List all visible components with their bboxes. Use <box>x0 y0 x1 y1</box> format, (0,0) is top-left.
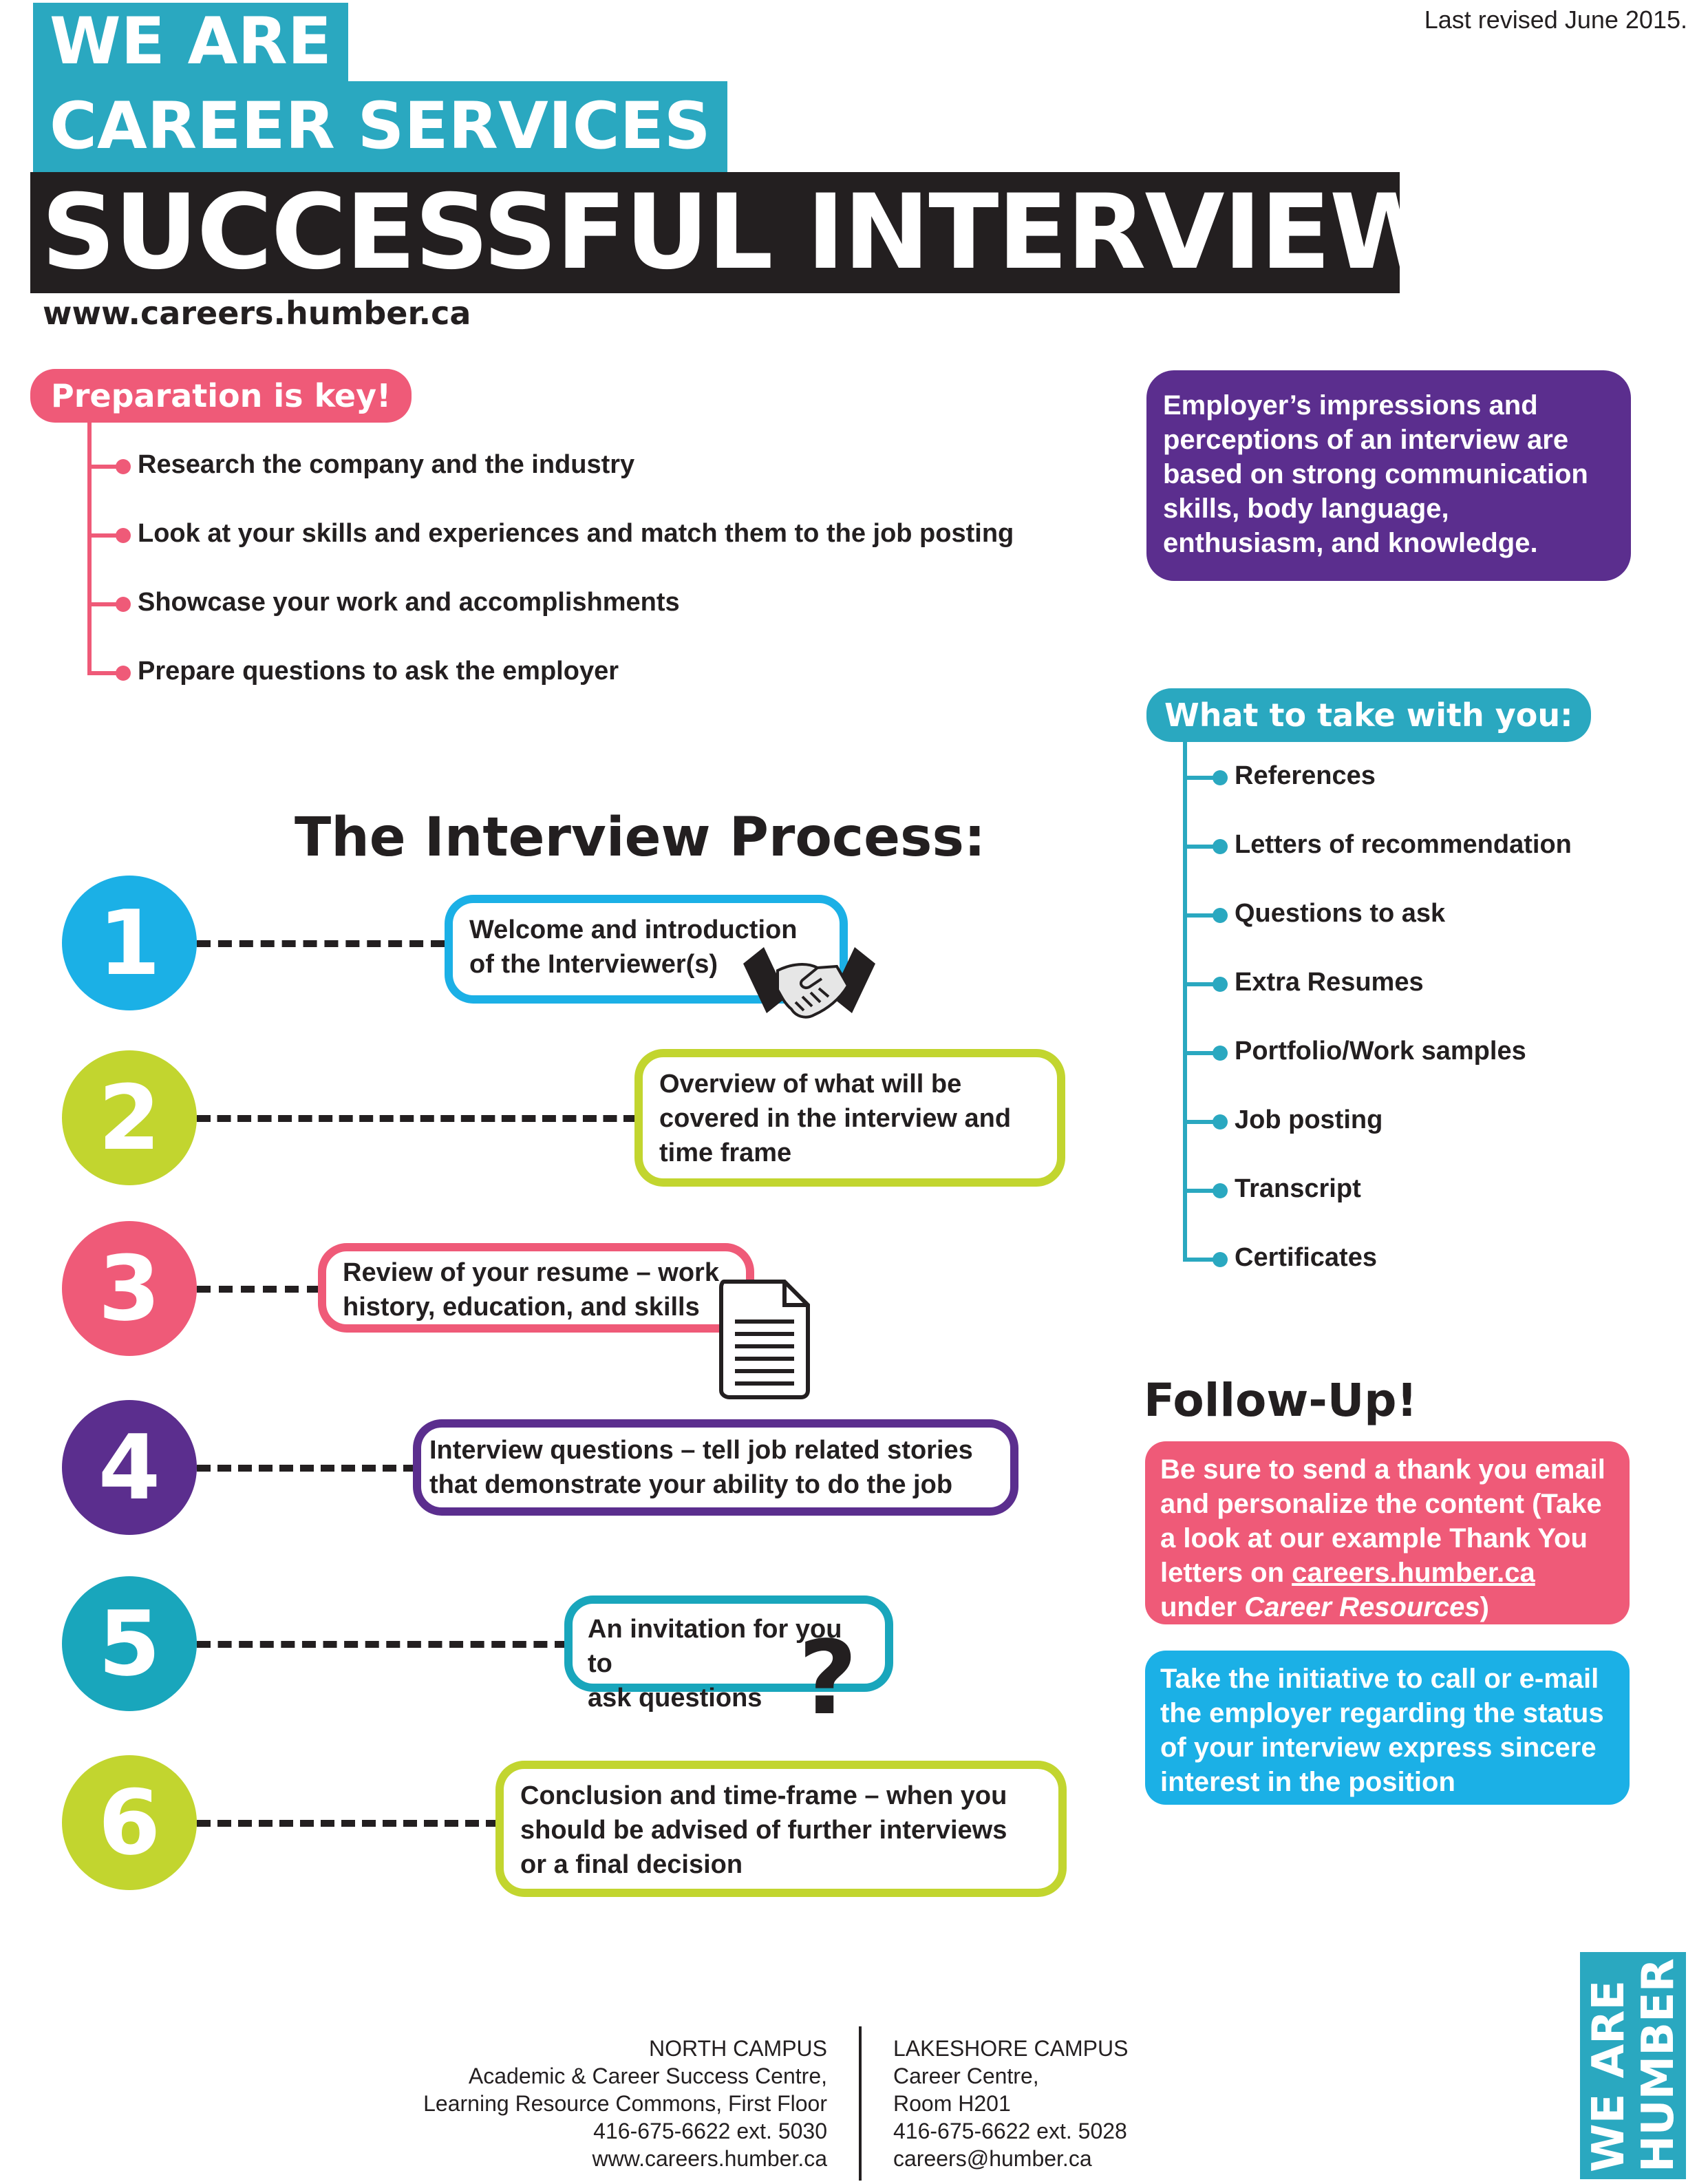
step-2-box: Overview of what will be covered in the … <box>634 1049 1065 1187</box>
step-4-line2: that demonstrate your ability to do the … <box>429 1470 953 1499</box>
bullet-dot <box>1213 1252 1228 1267</box>
bullet-dot <box>116 528 131 543</box>
prep-item-showcase: Showcase your work and accomplishments <box>138 588 680 617</box>
step-4-connector <box>197 1465 417 1472</box>
step-5-number: 5 <box>62 1576 197 1711</box>
bullet-dot <box>116 459 131 474</box>
lakeshore-campus-phone: 416-675-6622 ext. 5028 <box>893 2119 1127 2143</box>
followup-initiative-box: Take the initiative to call or e-mail th… <box>1145 1651 1630 1805</box>
step-3-number: 3 <box>62 1221 197 1356</box>
followup-thank-you-close: ) <box>1480 1592 1489 1622</box>
take-item-portfolio: Portfolio/Work samples <box>1235 1037 1526 1066</box>
north-campus-location: Learning Resource Commons, First Floor <box>423 2091 827 2116</box>
handshake-icon <box>743 947 875 1019</box>
step-5-line2: ask questions <box>588 1684 762 1713</box>
take-item-letters: Letters of recommendation <box>1235 830 1572 859</box>
preparation-tree-lines <box>87 421 124 675</box>
header-website[interactable]: www.careers.humber.ca <box>43 295 471 332</box>
impressions-box: Employer’s impressions and perceptions o… <box>1146 370 1631 581</box>
process-title: The Interview Process: <box>295 807 986 869</box>
page-title: SUCCESSFUL INTERVIEWING <box>30 172 1649 293</box>
bullet-dot <box>1213 839 1228 854</box>
north-campus-phone: 416-675-6622 ext. 5030 <box>593 2119 827 2143</box>
prep-item-skills: Look at your skills and experiences and … <box>138 519 1014 548</box>
step-6-box: Conclusion and time-frame – when you sho… <box>495 1761 1067 1897</box>
step-6-connector <box>197 1820 500 1827</box>
step-4-line1: Interview questions – tell job related s… <box>429 1436 973 1465</box>
take-item-questions: Questions to ask <box>1235 899 1446 928</box>
take-item-resumes: Extra Resumes <box>1235 968 1424 997</box>
bullet-dot <box>1213 1046 1228 1061</box>
followup-thank-you-box: Be sure to send a thank you email and pe… <box>1145 1441 1630 1624</box>
lakeshore-campus-contact: LAKESHORE CAMPUS Career Centre, Room H20… <box>893 2035 1128 2172</box>
step-5-box: An invitation for you to ask questions <box>564 1595 893 1713</box>
step-6-number: 6 <box>62 1755 197 1890</box>
step-2-connector <box>197 1115 637 1122</box>
career-resources-label: Career Resources <box>1244 1592 1480 1622</box>
step-4-box: Interview questions – tell job related s… <box>413 1419 1018 1516</box>
followup-thank-you-text: Be sure to send a thank you email and pe… <box>1160 1454 1605 1588</box>
step-3-box: Review of your resume – work history, ed… <box>318 1243 754 1333</box>
preparation-heading: Preparation is key! <box>30 369 412 423</box>
followup-title: Follow-Up! <box>1144 1374 1418 1427</box>
north-campus-centre: Academic & Career Success Centre, <box>468 2064 827 2088</box>
bullet-dot <box>1213 908 1228 923</box>
step-2-line1: Overview of what will be <box>659 1070 962 1099</box>
lakeshore-campus-name: LAKESHORE CAMPUS <box>893 2036 1129 2061</box>
document-icon <box>719 1280 810 1399</box>
step-2-line2: covered in the interview and <box>659 1104 1012 1133</box>
we-are-humber-logo: WE ARE HUMBER <box>1580 1952 1686 2179</box>
step-1-line1: Welcome and introduction <box>469 915 798 944</box>
take-item-transcript: Transcript <box>1235 1174 1361 1203</box>
step-5-connector <box>197 1641 568 1648</box>
bullet-dot <box>1213 1114 1228 1130</box>
header-we-are: WE ARE <box>33 3 348 81</box>
lakeshore-campus-room: Room H201 <box>893 2091 1011 2116</box>
last-revised-date: Last revised June 2015. <box>1424 6 1687 34</box>
step-1-connector <box>197 940 445 947</box>
step-5-line1: An invitation for you to <box>588 1615 842 1678</box>
step-6-line1: Conclusion and time-frame – when you <box>520 1781 1007 1810</box>
take-with-you-heading: What to take with you: <box>1146 688 1591 742</box>
step-1-line2: of the Interviewer(s) <box>469 950 718 979</box>
north-campus-contact: NORTH CAMPUS Academic & Career Success C… <box>423 2035 827 2172</box>
footer-divider <box>859 2026 862 2181</box>
bullet-dot <box>1213 770 1228 785</box>
bullet-dot <box>1213 1183 1228 1198</box>
lakeshore-campus-email[interactable]: careers@humber.ca <box>893 2146 1092 2171</box>
step-2-number: 2 <box>62 1050 197 1185</box>
north-campus-website[interactable]: www.careers.humber.ca <box>592 2146 827 2171</box>
lakeshore-campus-centre: Career Centre, <box>893 2064 1039 2088</box>
take-item-references: References <box>1235 761 1376 790</box>
step-6-line2: should be advised of further interviews <box>520 1816 1007 1845</box>
step-6-line3: or a final decision <box>520 1850 743 1879</box>
step-4-number: 4 <box>62 1400 197 1535</box>
prep-item-questions: Prepare questions to ask the employer <box>138 657 619 686</box>
step-3-line2: history, education, and skills <box>343 1293 700 1322</box>
step-2-line3: time frame <box>659 1138 792 1167</box>
followup-thank-you-under: under <box>1160 1592 1245 1622</box>
step-3-line1: Review of your resume – work <box>343 1258 719 1287</box>
step-1-number: 1 <box>62 876 197 1010</box>
logo-text: WE ARE HUMBER <box>1580 1952 1687 2179</box>
logo-line1: WE ARE <box>1583 1980 1634 2172</box>
prep-item-research: Research the company and the industry <box>138 450 635 479</box>
careers-link[interactable]: careers.humber.ca <box>1292 1558 1535 1588</box>
header-career-services: CAREER SERVICES <box>33 81 727 172</box>
north-campus-name: NORTH CAMPUS <box>649 2036 827 2061</box>
bullet-dot <box>1213 977 1228 992</box>
bullet-dot <box>116 666 131 681</box>
take-item-job-posting: Job posting <box>1235 1105 1383 1134</box>
step-3-connector <box>197 1286 321 1293</box>
logo-line2: HUMBER <box>1633 1958 1684 2172</box>
take-item-certificates: Certificates <box>1235 1243 1377 1272</box>
bullet-dot <box>116 597 131 612</box>
question-mark-icon: ? <box>798 1619 857 1737</box>
